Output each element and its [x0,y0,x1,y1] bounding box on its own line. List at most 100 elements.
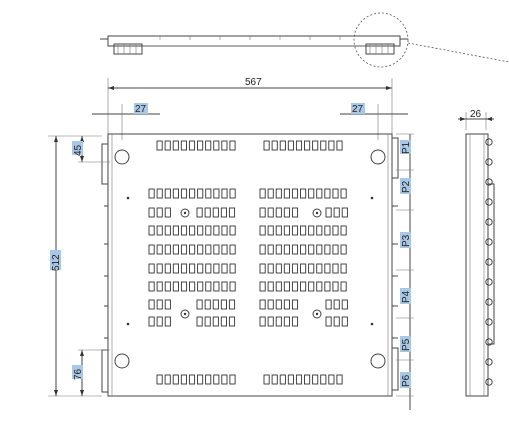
vent-slot [259,244,266,255]
vent-slot [295,140,303,151]
vent-slot [213,140,220,151]
vent-slot [308,244,315,255]
vent-slot [148,207,155,218]
vent-slot [308,263,315,274]
vent-slot [172,140,179,151]
vent-slot [172,225,179,236]
vent-slot [172,263,179,274]
position-label-p3: P3 [401,234,412,247]
vent-slot [283,316,290,327]
vent-slot [148,299,155,310]
vent-slot [336,140,343,151]
vent-slot [189,281,196,292]
vent-slot [204,299,211,310]
vent-slot [340,263,347,274]
vent-slot [212,299,219,310]
vent-slot [332,281,339,292]
vent-slot [325,299,332,310]
vent-slot [291,316,299,327]
side-connector [485,258,493,266]
position-label-p4: P4 [401,290,412,303]
vent-slot [291,281,299,292]
vent-slot [156,244,163,255]
vent-slot [221,140,228,151]
ventilation-slots [148,140,348,385]
vent-slot [300,281,307,292]
vent-slot [180,263,188,274]
vent-slot [259,207,266,218]
vent-slot [148,263,155,274]
vent-slot [324,188,331,199]
vent-slot [189,188,196,199]
vent-slot [275,188,282,199]
detail-callout-line [407,42,509,63]
vent-slot [325,316,332,327]
vent-slot [275,207,282,218]
vent-slot [213,263,220,274]
vent-slot [212,207,219,218]
vent-slot [291,263,299,274]
vent-slot [229,140,236,151]
vent-slot [333,207,340,218]
vent-slot [180,188,188,199]
vent-slot [283,188,290,199]
vent-slot [221,244,228,255]
vent-slot [164,281,171,292]
position-label-p1: P1 [401,141,412,154]
vent-slot [213,188,220,199]
vent-slot [197,263,204,274]
side-connector [485,218,493,226]
vent-slot [283,281,290,292]
vent-slot [172,374,179,385]
vent-slot [213,281,220,292]
vent-slot [172,244,179,255]
vent-slot [320,374,327,385]
vent-slot [316,263,323,274]
height-value: 512 [51,254,62,271]
bottom-gap-value: 76 [73,368,84,380]
vent-slot [148,281,155,292]
vent-slot [213,225,220,236]
mount-hole-top-left [114,149,130,165]
vent-slot [316,281,323,292]
vent-slot [283,244,290,255]
vent-slot [172,281,179,292]
vent-slot [229,374,236,385]
vent-slot [275,263,282,274]
bottom-gap-dimension: 76 [72,349,110,396]
vent-slot [156,188,163,199]
vent-slot [275,244,282,255]
vent-slot [291,207,299,218]
width-value: 567 [245,77,262,88]
vent-slot [295,374,303,385]
top-gap-dimension: 45 [72,136,110,163]
vent-slot [197,188,204,199]
vent-slot [205,244,212,255]
vent-slot [188,374,196,385]
vent-slot [164,140,171,151]
front-view [101,133,399,397]
vent-slot [304,140,311,151]
vent-slot [180,225,188,236]
vent-slot [221,188,228,199]
vent-slot [148,316,155,327]
vent-slot [205,140,212,151]
vent-slot [189,225,196,236]
vent-slot [271,140,278,151]
vent-slot [267,244,274,255]
vent-slot [164,263,171,274]
vent-slot [213,244,220,255]
vent-slot [164,374,171,385]
position-label-p6: P6 [401,374,412,387]
position-markers: P1 P2 P3 P4 P5 P6 [396,133,414,410]
vent-slot [205,374,212,385]
vent-slot [267,207,274,218]
vent-slot [212,316,219,327]
side-connector [485,278,493,286]
offset-left-value: 27 [135,104,147,115]
vent-slot [205,225,212,236]
vent-slot [300,225,307,236]
vent-slot [197,281,204,292]
vent-slot [316,244,323,255]
vent-slot [333,299,340,310]
